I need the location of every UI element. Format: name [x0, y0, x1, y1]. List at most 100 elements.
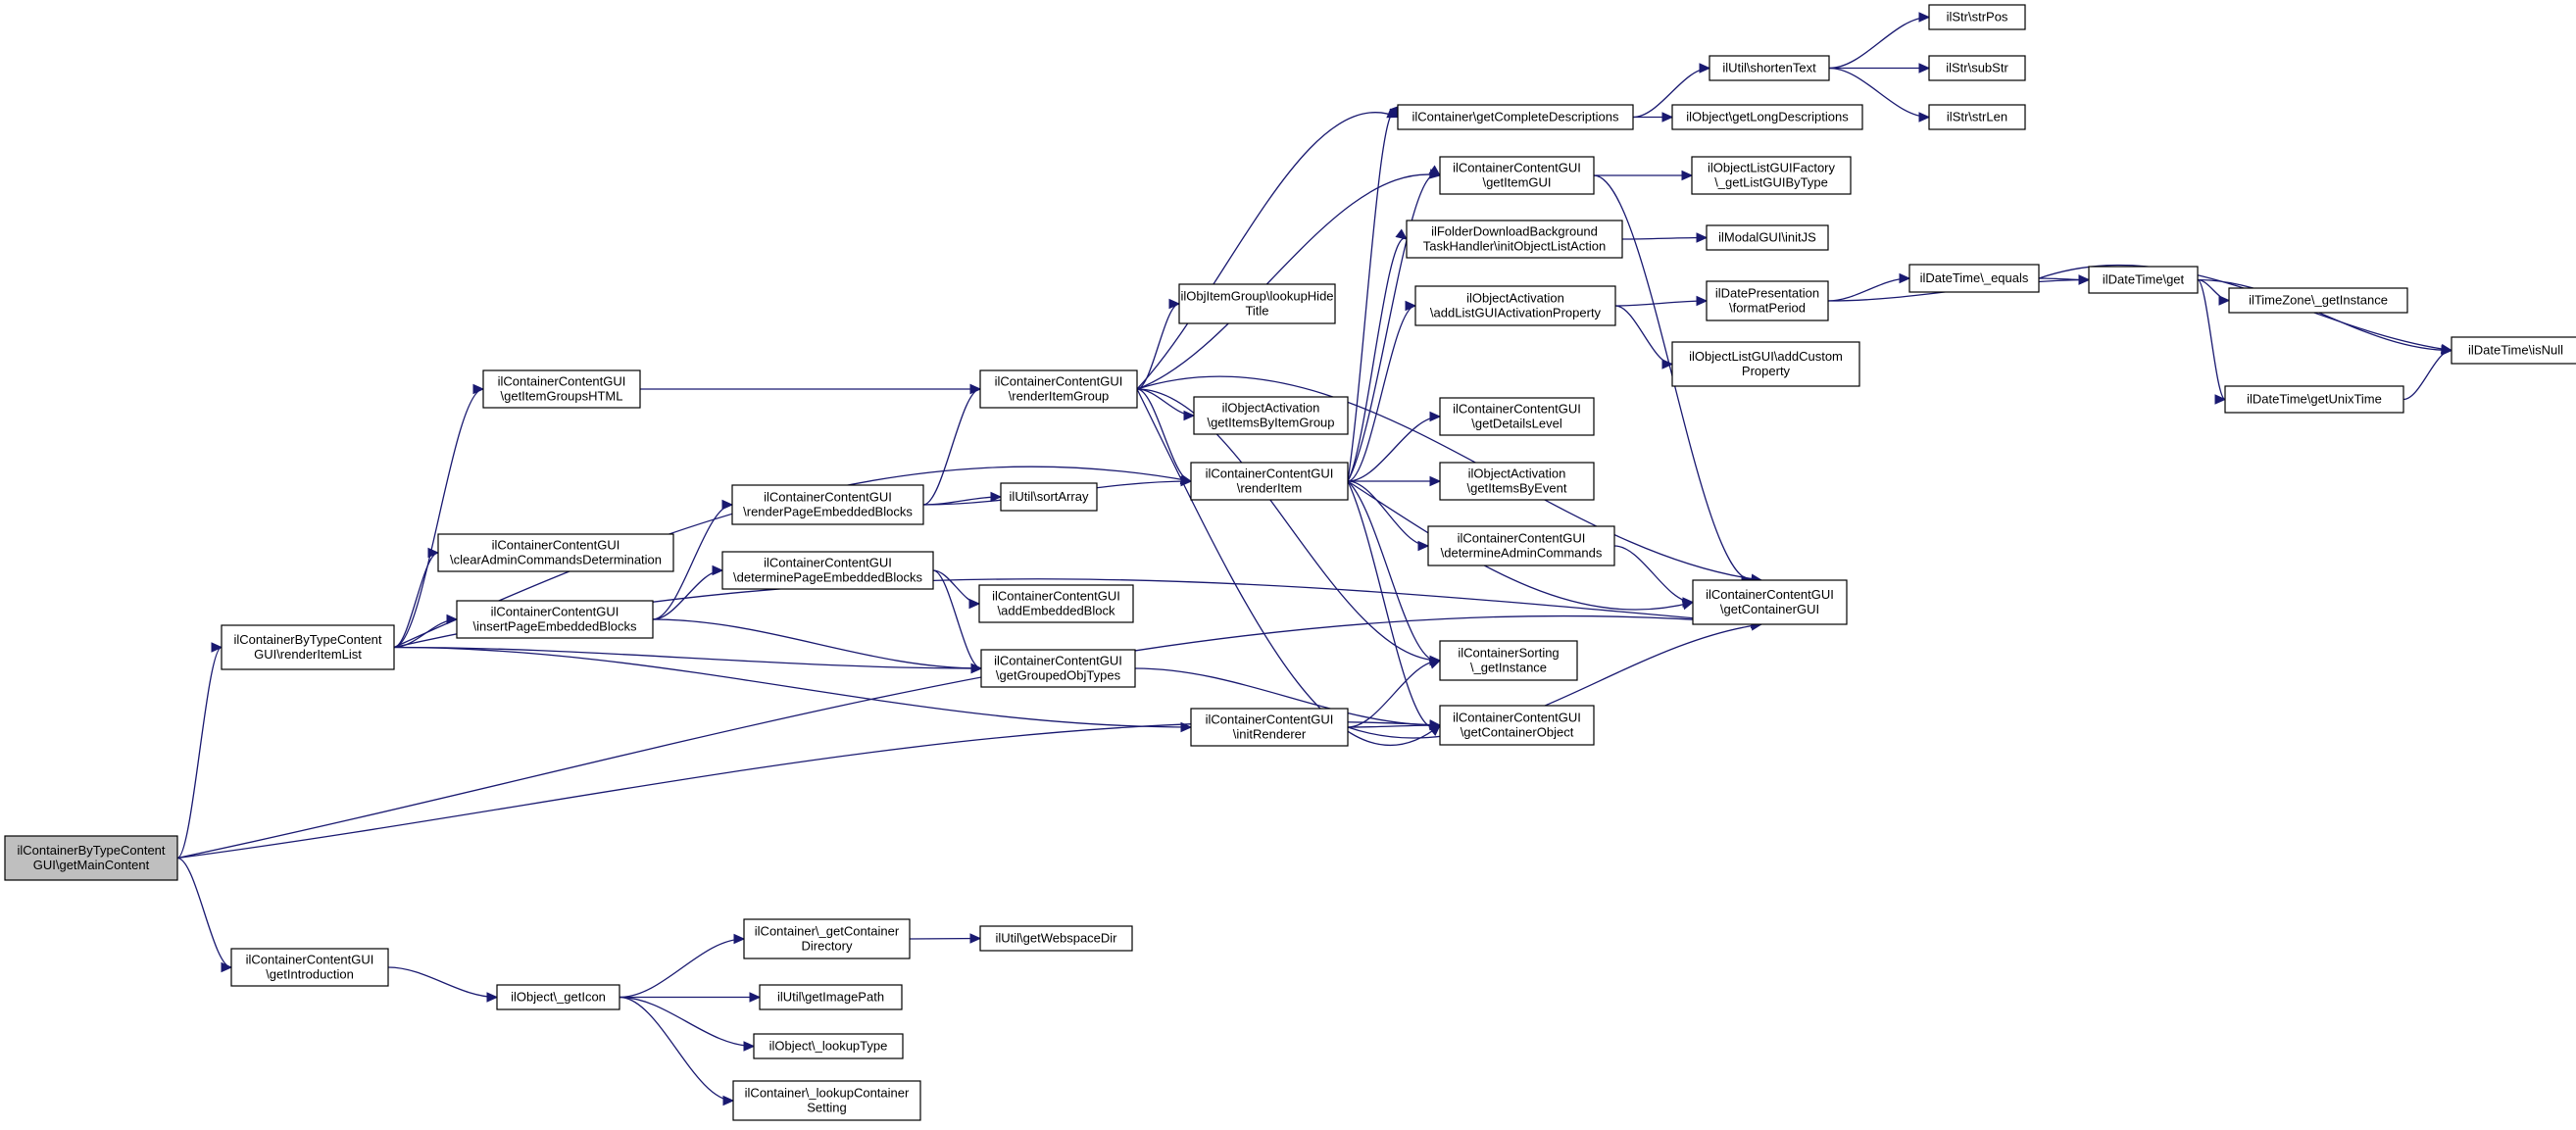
node-renderPageEmbedded[interactable]: ilContainerContentGUI\renderPageEmbedded… — [731, 484, 924, 525]
arrowhead-icon — [749, 992, 762, 1003]
node-insertPageEmbedded[interactable]: ilContainerContentGUI\insertPageEmbedded… — [456, 600, 654, 639]
node-sortArray[interactable]: ilUtil\sortArray — [1000, 482, 1098, 512]
node-label: ilDateTime\getUnixTime — [2247, 392, 2382, 407]
node-getItemsByItemGroup[interactable]: ilObjectActivation\getItemsByItemGroup — [1193, 396, 1349, 435]
node-label: \getItemsByItemGroup — [1207, 416, 1334, 430]
edge-getUnixTime-to-isNull — [2403, 345, 2453, 401]
node-renderItemList[interactable]: ilContainerByTypeContentGUI\renderItemLi… — [221, 624, 395, 670]
node-initObjectListAction[interactable]: ilFolderDownloadBackgroundTaskHandler\in… — [1406, 220, 1623, 259]
node-getItemsByEvent[interactable]: ilObjectActivation\getItemsByEvent — [1439, 462, 1595, 501]
node-getDetailsLevel[interactable]: ilContainerContentGUI\getDetailsLevel — [1439, 397, 1595, 436]
edge-dtGet-to-tzGetInstance — [2197, 278, 2231, 306]
node-root[interactable]: ilContainerByTypeContentGUI\getMainConte… — [4, 835, 178, 881]
node-strLen[interactable]: ilStr\strLen — [1928, 104, 2026, 130]
edge-line — [387, 966, 498, 999]
arrowhead-icon — [721, 499, 734, 511]
arrowhead-icon — [486, 992, 499, 1003]
edge-line — [1347, 111, 1399, 482]
node-clearAdminCommands[interactable]: ilContainerContentGUI\clearAdminCommands… — [437, 533, 674, 572]
node-isNull[interactable]: ilDateTime\isNull — [2451, 336, 2576, 365]
arrowhead-icon — [1918, 12, 1931, 23]
node-getCompleteDescriptions[interactable]: ilContainer\getCompleteDescriptions — [1397, 104, 1634, 130]
node-initRenderer[interactable]: ilContainerContentGUI\initRenderer — [1190, 708, 1349, 747]
node-label: Title — [1245, 304, 1268, 319]
node-getWebspaceDir[interactable]: ilUtil\getWebspaceDir — [979, 925, 1133, 952]
node-dtGet[interactable]: ilDateTime\get — [2088, 266, 2199, 294]
edge-root-to-getIntroduction — [176, 857, 233, 973]
node-addEmbeddedBlock[interactable]: ilContainerContentGUI\addEmbeddedBlock — [978, 584, 1134, 623]
edge-shortenText-to-strLen — [1828, 67, 1931, 123]
node-label: ilStr\subStr — [1946, 61, 2008, 75]
node-dtEquals[interactable]: ilDateTime\_equals — [1908, 264, 2040, 293]
edge-objGetIcon-to-getContainerDirectory — [619, 933, 746, 999]
edge-line — [1136, 388, 1192, 482]
node-box — [732, 1080, 921, 1121]
edge-line — [1347, 172, 1441, 482]
arrowhead-icon — [1429, 719, 1442, 731]
node-getContainerObject[interactable]: ilContainerContentGUI\getContainerObject — [1439, 705, 1595, 746]
node-formatPeriod[interactable]: ilDatePresentation\formatPeriod — [1706, 280, 1829, 321]
node-getItemGUI[interactable]: ilContainerContentGUI\getItemGUI — [1439, 156, 1595, 195]
node-label: ilDateTime\get — [2103, 272, 2185, 287]
edge-addListGUIActivationProperty-to-formatPeriod — [1614, 295, 1709, 307]
node-label: ilObjectActivation — [1466, 291, 1564, 306]
arrowhead-icon — [1417, 540, 1430, 552]
node-label: ilContainerContentGUI — [764, 556, 892, 570]
node-getItemGroupsHTML[interactable]: ilContainerContentGUI\getItemGroupsHTML — [482, 369, 641, 409]
node-getContainerGUI[interactable]: ilContainerContentGUI\getContainerGUI — [1692, 579, 1848, 625]
node-label: \getGroupedObjTypes — [996, 668, 1121, 683]
node-label: \getItemGUI — [1482, 175, 1551, 190]
node-initJS[interactable]: ilModalGUI\initJS — [1706, 224, 1829, 251]
node-determinePageEmbedded[interactable]: ilContainerContentGUI\determinePageEmbed… — [721, 551, 934, 590]
node-box — [1406, 220, 1623, 259]
node-box — [437, 533, 674, 572]
edge-determinePageEmbedded-to-addEmbeddedBlock — [932, 569, 981, 610]
node-label: ilContainer\_lookupContainer — [745, 1086, 910, 1101]
arrowhead-icon — [1899, 272, 1911, 284]
arrowhead-icon — [1661, 359, 1674, 369]
node-label: ilContainerContentGUI — [764, 490, 892, 505]
node-getListGUIByType[interactable]: ilObjectListGUIFactory\_getListGUIByType — [1691, 156, 1852, 195]
node-shortenText[interactable]: ilUtil\shortenText — [1709, 55, 1830, 81]
edge-dtEquals-to-dtGet — [2038, 274, 2091, 285]
node-box — [1908, 264, 2040, 293]
node-addListGUIActivationProperty[interactable]: ilObjectActivation\addListGUIActivationP… — [1414, 285, 1616, 326]
node-label: ilStr\strPos — [1947, 10, 2008, 25]
node-renderItemGroup[interactable]: ilContainerContentGUI\renderItemGroup — [979, 369, 1138, 409]
edge-line — [2197, 278, 2226, 401]
edge-line — [393, 646, 982, 669]
node-subStr[interactable]: ilStr\subStr — [1928, 55, 2026, 81]
edge-line — [1614, 300, 1708, 307]
node-label: ilStr\strLen — [1947, 110, 2007, 124]
arrowhead-icon — [1183, 410, 1196, 421]
arrowhead-icon — [2441, 345, 2453, 356]
node-determineAdminCommands[interactable]: ilContainerContentGUI\determineAdminComm… — [1427, 525, 1615, 566]
node-sortingGetInstance[interactable]: ilContainerSorting\_getInstance — [1439, 640, 1578, 681]
edge-line — [619, 996, 734, 1102]
arrowhead-icon — [1405, 300, 1417, 312]
arrowhead-icon — [969, 383, 982, 395]
node-objGetIcon[interactable]: ilObject\_getIcon — [496, 984, 620, 1010]
node-getIntroduction[interactable]: ilContainerContentGUI\getIntroduction — [230, 948, 389, 987]
node-lookupType[interactable]: ilObject\_lookupType — [753, 1033, 904, 1059]
node-label: ilUtil\getImagePath — [777, 990, 884, 1005]
node-label: \getDetailsLevel — [1471, 417, 1562, 431]
node-tzGetInstance[interactable]: ilTimeZone\_getInstance — [2228, 287, 2408, 314]
edge-line — [1347, 416, 1441, 482]
edge-line — [1347, 480, 1441, 729]
node-getLongDescriptions[interactable]: ilObject\getLongDescriptions — [1671, 104, 1863, 130]
node-renderItem[interactable]: ilContainerContentGUI\renderItem — [1190, 462, 1349, 501]
node-getImagePath[interactable]: ilUtil\getImagePath — [759, 984, 903, 1010]
node-label: \clearAdminCommandsDetermination — [450, 553, 662, 567]
edge-shortenText-to-subStr — [1829, 63, 1931, 74]
node-getUnixTime[interactable]: ilDateTime\getUnixTime — [2224, 385, 2404, 414]
edge-line — [1347, 305, 1416, 482]
node-strPos[interactable]: ilStr\strPos — [1928, 4, 2026, 30]
node-box — [1000, 482, 1098, 512]
node-getGroupedObjTypes[interactable]: ilContainerContentGUI\getGroupedObjTypes — [980, 649, 1136, 688]
